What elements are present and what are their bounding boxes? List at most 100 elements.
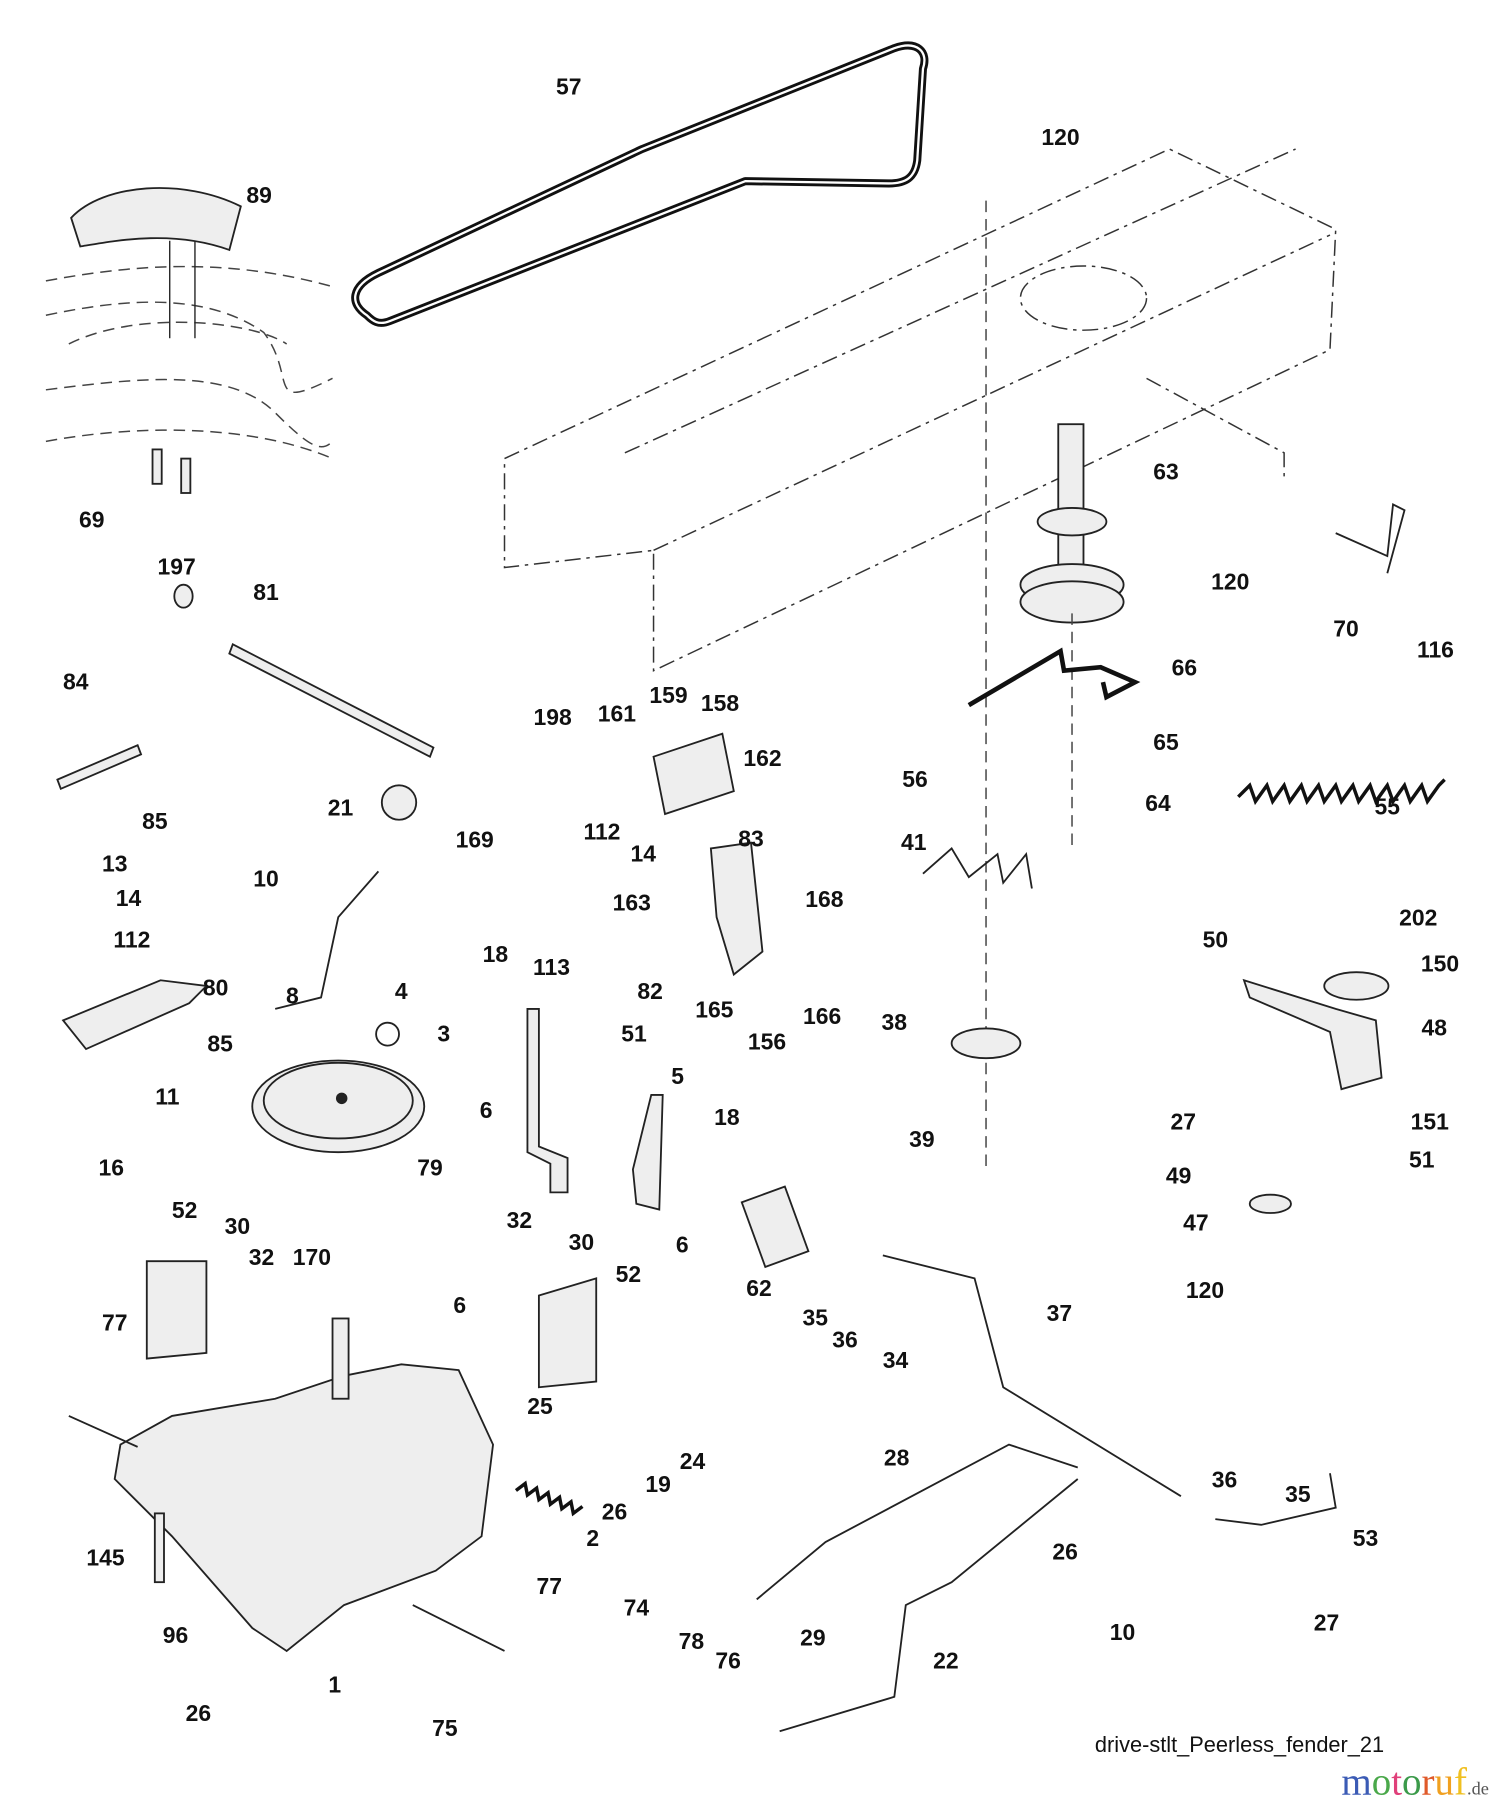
part-number-label: 47 bbox=[1183, 1210, 1208, 1236]
tractor-frame bbox=[503, 148, 1337, 672]
part-number-label: 161 bbox=[598, 700, 636, 726]
bushing bbox=[173, 583, 194, 609]
part-number-label: 50 bbox=[1203, 926, 1228, 952]
part-number-label: 112 bbox=[113, 926, 150, 952]
idler-bracket bbox=[1242, 978, 1383, 1091]
part-number-label: 55 bbox=[1375, 793, 1401, 819]
part-number-label: 197 bbox=[157, 554, 195, 580]
part-number-label: 26 bbox=[186, 1700, 211, 1726]
control-rod bbox=[882, 1254, 1182, 1497]
part-number-label: 14 bbox=[116, 885, 142, 911]
idler-pulley bbox=[1248, 1193, 1292, 1214]
transaxle-pulley bbox=[251, 1059, 426, 1154]
shift-rod bbox=[228, 643, 435, 758]
part-number-label: 39 bbox=[909, 1126, 934, 1152]
part-number-label: 120 bbox=[1186, 1277, 1224, 1303]
part-number-label: 56 bbox=[902, 766, 927, 792]
part-number-label: 10 bbox=[1110, 1619, 1135, 1645]
part-number-label: 6 bbox=[676, 1231, 689, 1257]
fender-pad bbox=[70, 187, 242, 252]
part-number-label: 66 bbox=[1172, 655, 1197, 681]
part-number-label: 26 bbox=[1052, 1539, 1077, 1565]
bracket bbox=[526, 1008, 569, 1194]
part-number-label: 96 bbox=[163, 1622, 188, 1648]
spacer bbox=[1323, 971, 1390, 1001]
logo-letter: o bbox=[1372, 1760, 1391, 1800]
part-number-label: 52 bbox=[172, 1197, 197, 1223]
part-number-label: 156 bbox=[748, 1028, 786, 1054]
part-number-label: 85 bbox=[207, 1031, 233, 1057]
part-number-label: 70 bbox=[1333, 616, 1358, 642]
part-number-label: 63 bbox=[1153, 459, 1178, 485]
belt-keeper bbox=[922, 846, 1033, 889]
part-number-label: 85 bbox=[142, 808, 168, 834]
axle bbox=[68, 1415, 139, 1448]
input-shaft bbox=[331, 1317, 350, 1400]
link bbox=[56, 744, 143, 791]
bolt bbox=[153, 1512, 165, 1584]
part-number-label: 8 bbox=[286, 982, 299, 1008]
part-number-label: 198 bbox=[534, 704, 572, 730]
part-number-label: 166 bbox=[803, 1003, 841, 1029]
bracket bbox=[631, 1093, 664, 1211]
part-number-label: 3 bbox=[437, 1020, 450, 1046]
part-number-label: 5 bbox=[671, 1063, 684, 1089]
part-number-label: 10 bbox=[253, 866, 278, 892]
part-number-label: 51 bbox=[1409, 1146, 1435, 1172]
part-number-label: 83 bbox=[738, 825, 763, 851]
retaining-ring bbox=[375, 1021, 400, 1047]
part-number-label: 18 bbox=[483, 941, 509, 967]
part-number-label: 35 bbox=[1285, 1481, 1311, 1507]
part-number-label: 80 bbox=[203, 974, 228, 1000]
part-number-label: 11 bbox=[155, 1083, 179, 1109]
drive-belt-highlight bbox=[354, 44, 926, 325]
part-number-label: 32 bbox=[249, 1244, 274, 1270]
part-number-label: 52 bbox=[616, 1261, 641, 1287]
bracket bbox=[709, 841, 764, 977]
logo-letter: f bbox=[1454, 1760, 1467, 1800]
logo-text: motoruf.de bbox=[1341, 1760, 1488, 1800]
part-number-label: 13 bbox=[102, 851, 127, 877]
part-number-label: 145 bbox=[86, 1544, 124, 1570]
part-number-label: 37 bbox=[1047, 1300, 1072, 1326]
part-number-label: 30 bbox=[569, 1229, 594, 1255]
part-number-label: 74 bbox=[624, 1595, 650, 1621]
part-number-label: 24 bbox=[680, 1448, 706, 1474]
part-number-label: 21 bbox=[328, 794, 354, 820]
part-number-label: 53 bbox=[1353, 1525, 1378, 1551]
part-number-label: 41 bbox=[901, 829, 927, 855]
part-number-label: 159 bbox=[649, 682, 687, 708]
linkage-rod bbox=[779, 1478, 1079, 1733]
part-number-label: 32 bbox=[507, 1207, 532, 1233]
part-number-label: 36 bbox=[832, 1326, 857, 1352]
part-number-label: 6 bbox=[453, 1292, 466, 1318]
part-number-label: 14 bbox=[630, 840, 656, 866]
rod bbox=[1215, 1473, 1337, 1526]
part-number-label: 1 bbox=[328, 1672, 341, 1698]
engine-pulley bbox=[1019, 423, 1125, 624]
part-number-label: 151 bbox=[1411, 1109, 1449, 1135]
shift-lever bbox=[274, 870, 380, 1010]
part-number-label: 62 bbox=[746, 1275, 771, 1301]
plate bbox=[61, 979, 209, 1051]
idler-pulley bbox=[950, 1027, 1022, 1060]
logo-letter: o bbox=[1402, 1760, 1421, 1800]
part-number-label: 19 bbox=[645, 1471, 670, 1497]
part-number-label: 158 bbox=[701, 690, 739, 716]
part-number-label: 79 bbox=[417, 1154, 442, 1180]
part-number-label: 57 bbox=[556, 73, 581, 99]
part-number-label: 6 bbox=[480, 1097, 493, 1123]
fender-outline bbox=[45, 265, 334, 460]
part-number-label: 64 bbox=[1145, 790, 1171, 816]
part-number-label: 120 bbox=[1041, 124, 1079, 150]
part-number-label: 77 bbox=[102, 1309, 127, 1335]
logo-letter: u bbox=[1435, 1760, 1454, 1800]
part-number-label: 77 bbox=[536, 1573, 561, 1599]
part-number-label: 81 bbox=[253, 579, 279, 605]
bushing bbox=[740, 1185, 810, 1269]
mounting-plate bbox=[537, 1277, 598, 1389]
part-number-label: 75 bbox=[432, 1715, 458, 1741]
transaxle bbox=[113, 1363, 494, 1653]
